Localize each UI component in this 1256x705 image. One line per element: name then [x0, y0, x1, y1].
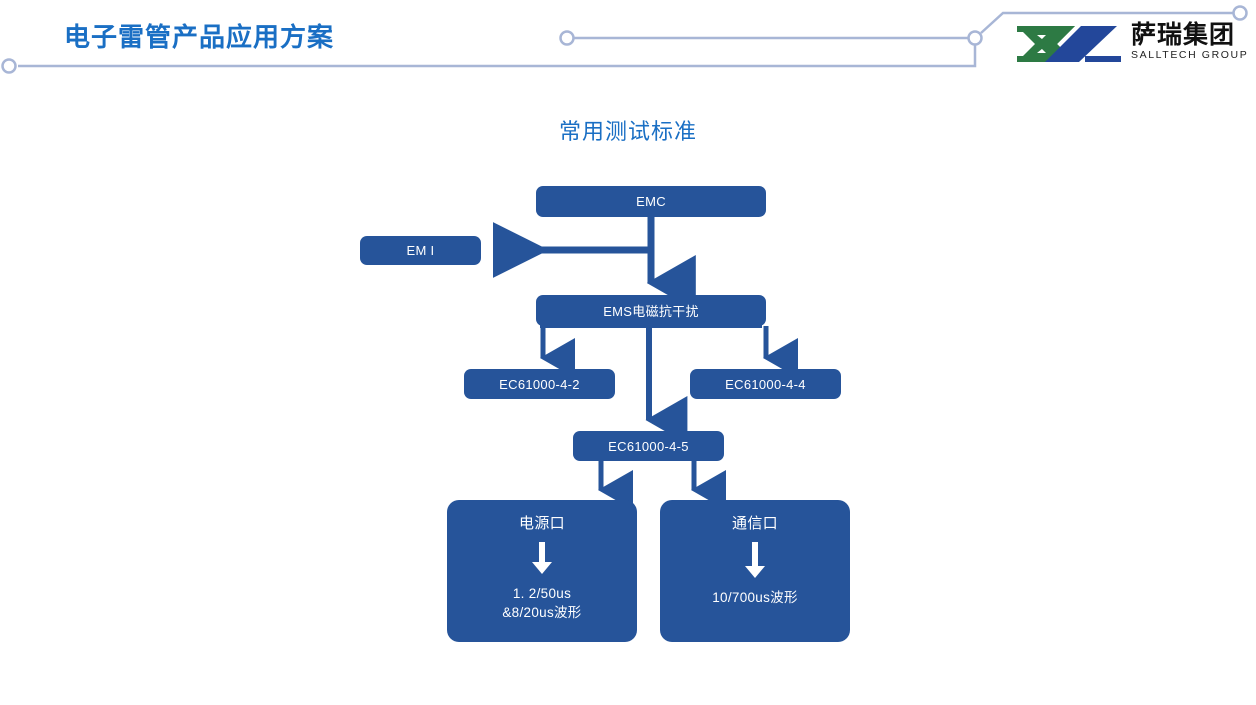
node-comm-port[interactable]: 通信口 10/700us波形 [660, 500, 850, 642]
logo-text-block: 萨瑞集团 SALLTECH GROUP [1131, 21, 1247, 62]
logo-name-cn: 萨瑞集团 [1131, 21, 1236, 49]
node-ec61000-4-4[interactable]: EC61000-4-4 [690, 369, 841, 399]
node-emc[interactable]: EMC [536, 186, 766, 217]
comm-port-label: 通信口 [732, 515, 778, 532]
edge-emc-to-emi [492, 217, 655, 278]
page-title: 电子雷管产品应用方案 [64, 22, 335, 52]
slide-title: 常用测试标准 [558, 119, 697, 144]
salltech-logo-mark [1017, 26, 1121, 62]
node-power-port[interactable]: 电源口 1. 2/50us &8/20us波形 [447, 500, 637, 642]
comm-port-down-arrow-icon [742, 540, 768, 580]
node-ec61000-4-5[interactable]: EC61000-4-5 [573, 431, 724, 461]
comm-port-wave-line1: 10/700us波形 [712, 590, 798, 605]
node-ec61000-4-2[interactable]: EC61000-4-2 [464, 369, 615, 399]
power-port-wave-line2: &8/20us波形 [502, 605, 582, 620]
node-ems[interactable]: EMS电磁抗干扰 [536, 295, 766, 326]
power-port-label: 电源口 [519, 515, 565, 532]
power-port-down-arrow-icon [529, 540, 555, 576]
logo-name-en: SALLTECH GROUP [1131, 49, 1249, 61]
node-emi[interactable]: EM I [360, 236, 481, 265]
company-logo: 萨瑞集团 SALLTECH GROUP [1013, 21, 1247, 67]
power-port-wave-line1: 1. 2/50us [512, 586, 572, 601]
